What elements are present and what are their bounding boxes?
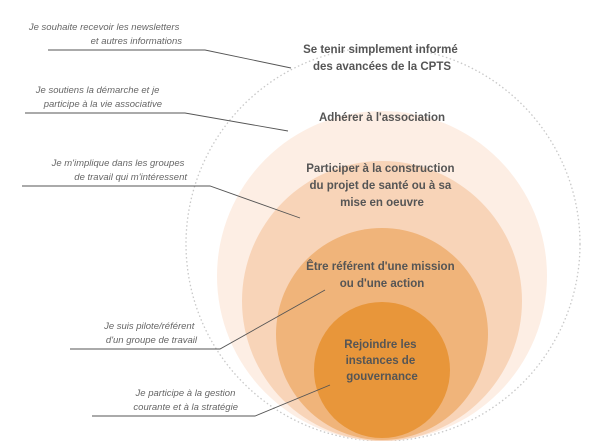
label-gouvernance-line: Rejoindre les xyxy=(344,339,416,351)
label-referent: Être référent d'une mission ou d'une act… xyxy=(306,260,458,290)
side-referent-line: d'un groupe de travail xyxy=(106,335,198,346)
label-inform-line: Se tenir simplement informé xyxy=(303,44,458,56)
leader-line-gouvernance xyxy=(92,384,331,417)
side-adherer-line: participe à la vie associative xyxy=(43,99,162,110)
label-participer: Participer à la construction du projet d… xyxy=(306,163,457,209)
leader-line-adherer xyxy=(25,112,289,132)
side-inform-line: Je souhaite recevoir les newsletters xyxy=(28,22,180,33)
ring-gouvernance xyxy=(314,302,450,438)
side-participer-line: Je m'implique dans les groupes xyxy=(51,158,185,169)
label-referent-line: Être référent d'une mission xyxy=(306,260,454,273)
leader-line-participer xyxy=(22,185,301,219)
leader-line-referent xyxy=(70,289,326,350)
leader-lines xyxy=(22,49,331,417)
side-inform: Je souhaite recevoir les newsletters et … xyxy=(28,22,182,47)
label-adherer-line: Adhérer à l'association xyxy=(319,112,445,124)
side-gouvernance: Je participe à la gestion courante et à … xyxy=(133,388,238,413)
label-gouvernance: Rejoindre les instances de gouvernance xyxy=(344,339,419,383)
side-participer: Je m'implique dans les groupes de travai… xyxy=(51,158,188,183)
label-gouvernance-line: gouvernance xyxy=(346,371,418,383)
side-gouvernance-line: courante et à la stratégie xyxy=(133,402,238,413)
side-adherer: Je soutiens la démarche et je participe … xyxy=(35,85,162,110)
side-referent: Je suis pilote/référent d'un groupe de t… xyxy=(103,321,198,346)
side-referent-line: Je suis pilote/référent xyxy=(103,321,195,332)
side-participer-line: de travail qui m'intéressent xyxy=(74,172,187,183)
label-gouvernance-line: instances de xyxy=(346,355,416,367)
label-participer-line: du projet de santé ou à sa xyxy=(309,180,451,192)
side-gouvernance-line: Je participe à la gestion xyxy=(135,388,236,399)
label-participer-line: mise en oeuvre xyxy=(340,197,424,209)
label-inform: Se tenir simplement informé des avancées… xyxy=(303,44,461,73)
label-referent-line: ou d'une action xyxy=(340,278,425,290)
side-inform-line: et autres informations xyxy=(91,36,183,47)
side-adherer-line: Je soutiens la démarche et je xyxy=(35,85,160,96)
label-adherer: Adhérer à l'association xyxy=(319,112,445,124)
label-inform-line: des avancées de la CPTS xyxy=(313,61,451,73)
leader-line-inform xyxy=(48,49,292,69)
label-participer-line: Participer à la construction xyxy=(306,163,454,175)
